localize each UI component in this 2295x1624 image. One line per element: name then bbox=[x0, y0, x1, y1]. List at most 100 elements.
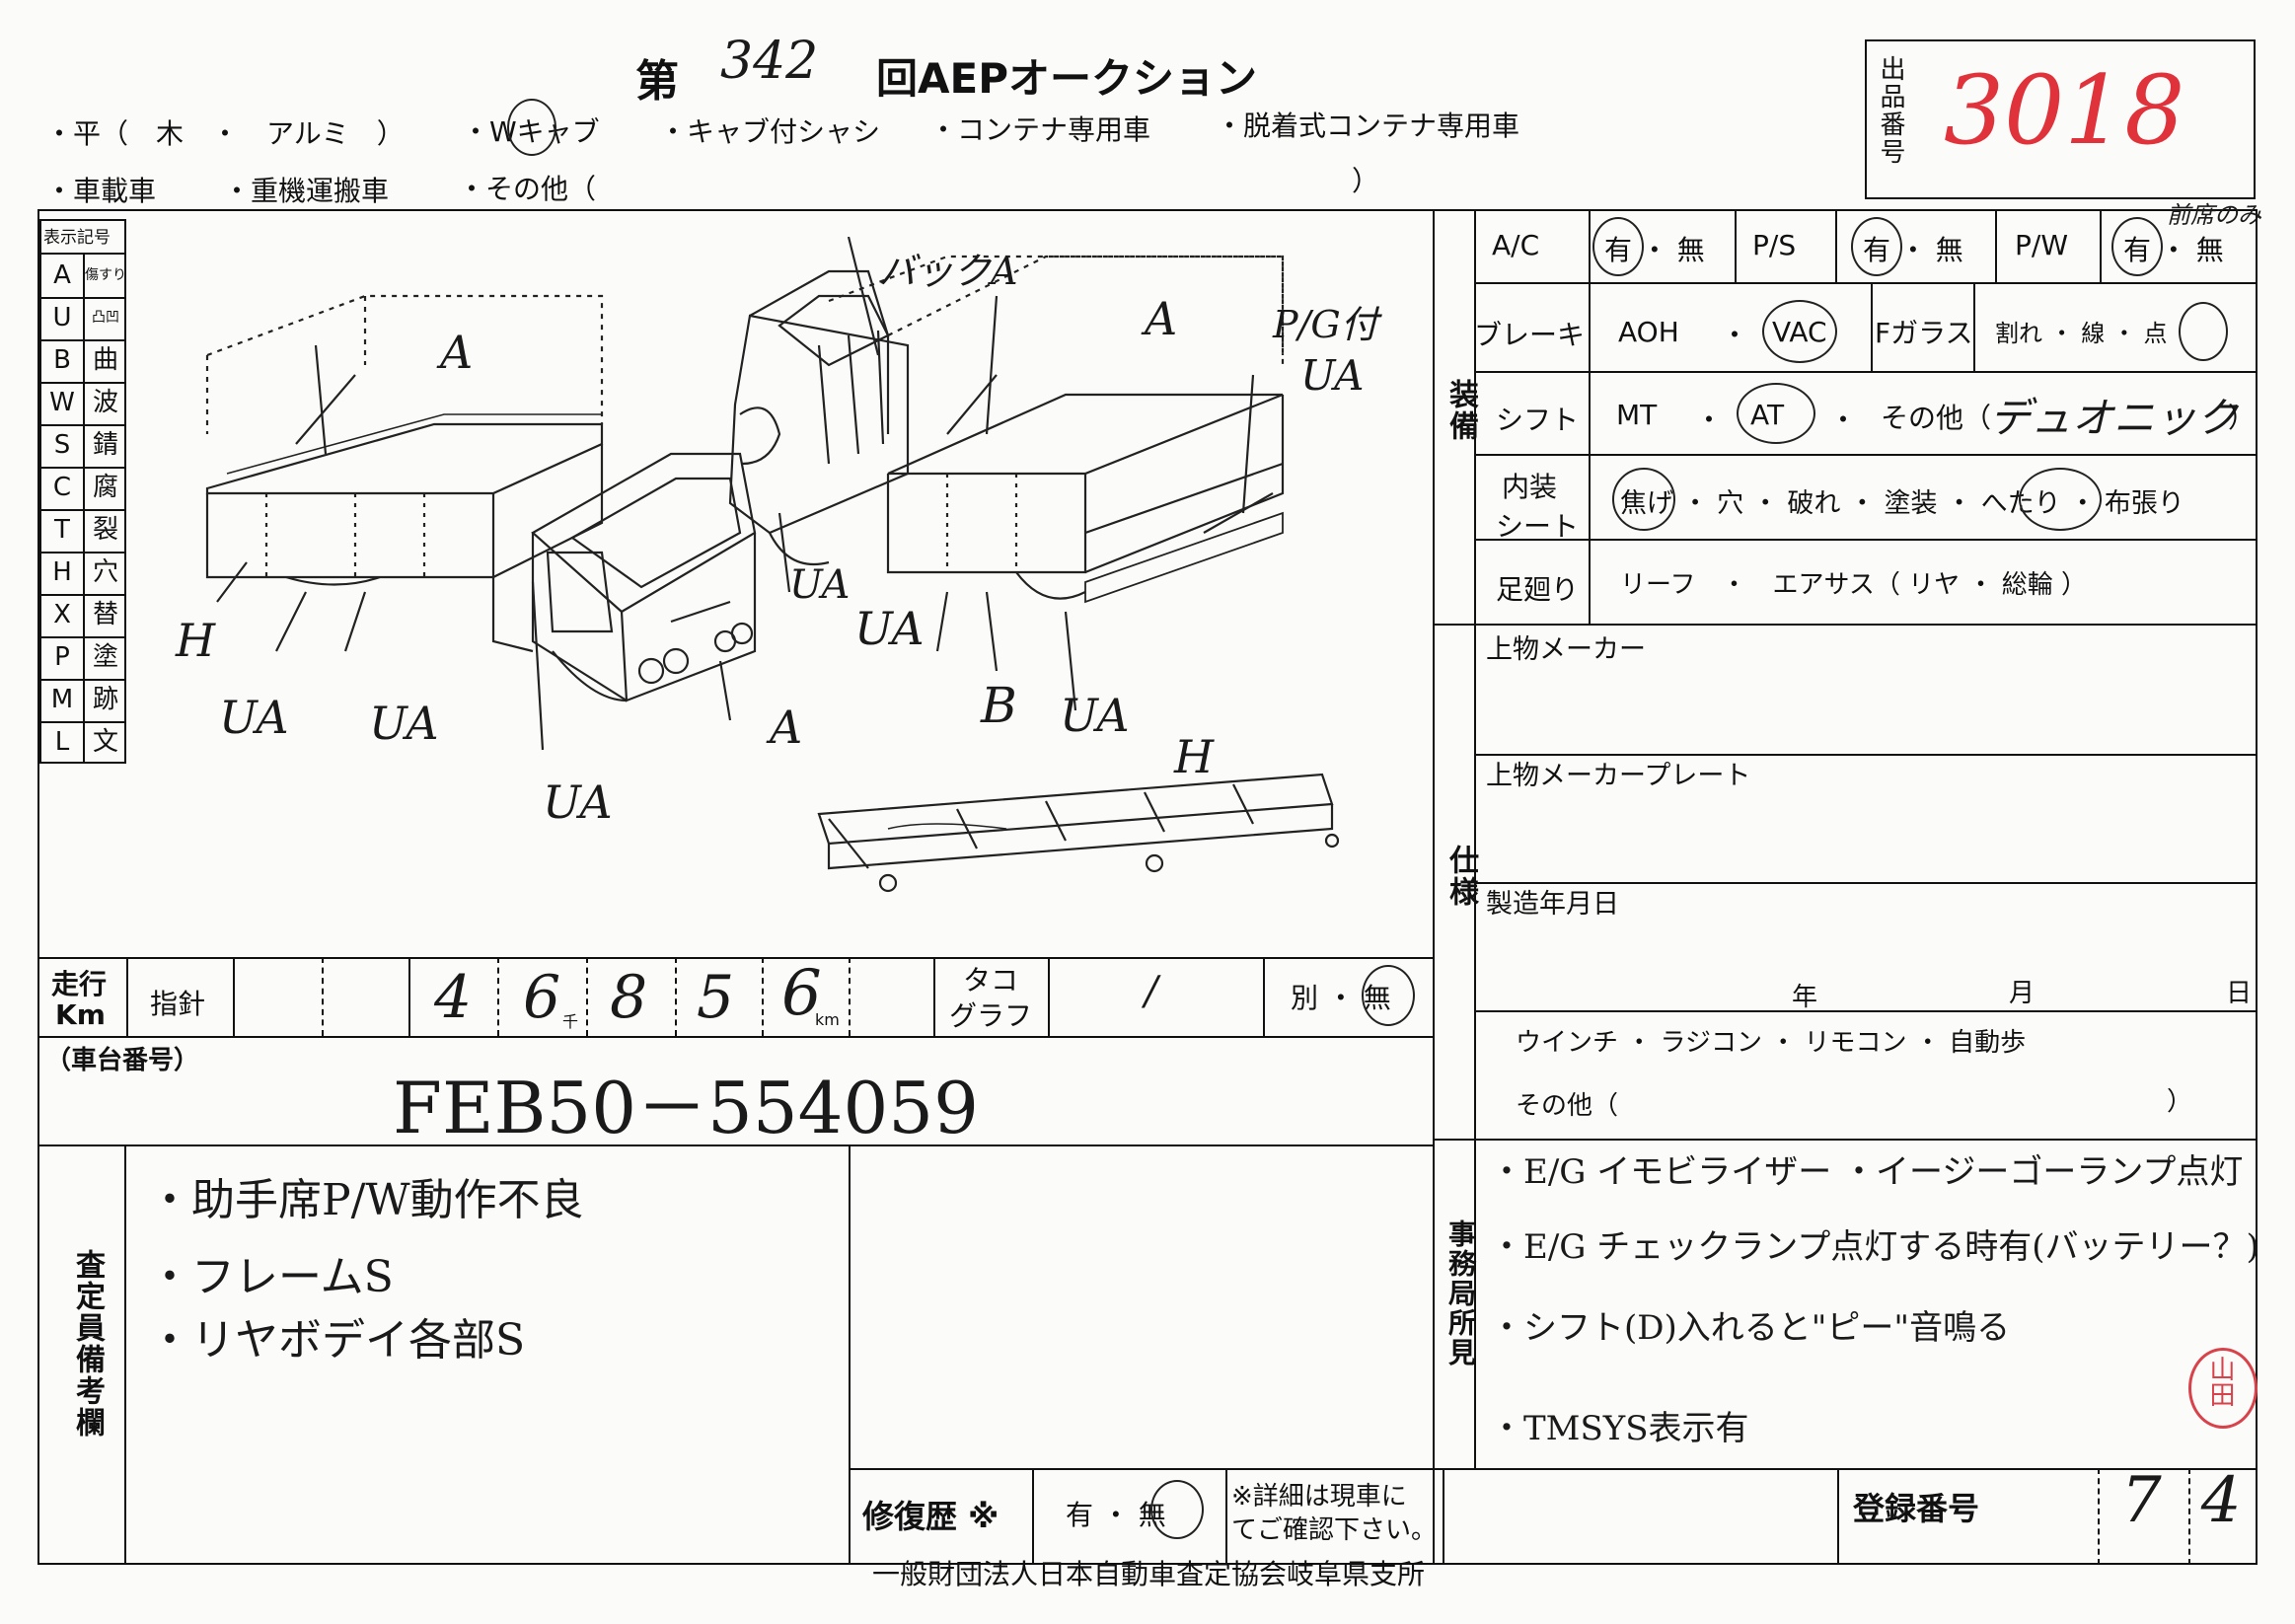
seat-label-1: 内装 bbox=[1502, 471, 1558, 503]
legend-row-line bbox=[39, 636, 126, 638]
taco-label-1: タコ bbox=[963, 964, 1019, 997]
type-car-carrier: ・車載車 bbox=[45, 175, 157, 207]
fglass-label: Fガラス bbox=[1875, 317, 1973, 349]
brake-label: ブレーキ bbox=[1474, 319, 1586, 351]
repair-col-1 bbox=[1032, 1468, 1034, 1565]
mark-right-pg: P/G付 bbox=[1273, 303, 1378, 346]
mileage-col-12 bbox=[1263, 957, 1265, 1036]
maker-plate-label: 上物メーカープレート bbox=[1486, 761, 1751, 791]
legend-meaning: 傷すり bbox=[85, 267, 126, 283]
shift-mt: MT bbox=[1616, 399, 1658, 431]
mileage-top bbox=[37, 957, 1435, 959]
mileage-label-2: Km bbox=[55, 998, 106, 1031]
suspension-options: リーフ ・ エアサス（ リヤ ・ 総輪 ） bbox=[1620, 570, 2087, 600]
lot-number: 3018 bbox=[1944, 55, 2185, 166]
main-frame bbox=[37, 209, 2258, 1565]
mark-right-back-a: バックA bbox=[878, 250, 1018, 293]
spec-line-1 bbox=[1474, 754, 2256, 756]
title-prefix: 第 bbox=[635, 56, 679, 107]
inspector-label: 査定員備考欄 bbox=[70, 1249, 105, 1439]
registration-number: 74 bbox=[2121, 1464, 2281, 1537]
type-detachable-container: ・脱着式コンテナ専用車 bbox=[1216, 110, 1520, 142]
odometer-digit-3: 8 bbox=[610, 963, 648, 1032]
shift-label: シフト bbox=[1496, 404, 1580, 436]
office-note-2: ・E/G チェックランプ点灯する時有(バッテリー？) bbox=[1490, 1227, 2259, 1267]
legend-row-line bbox=[39, 424, 126, 426]
repair-label: 修復歴 ※ bbox=[862, 1498, 999, 1535]
chassis-bottom bbox=[37, 1144, 1435, 1146]
eq-col-1 bbox=[1589, 209, 1591, 624]
repair-top bbox=[849, 1468, 2256, 1470]
legend-row-line bbox=[39, 679, 126, 681]
ps-circle bbox=[1851, 217, 1902, 276]
legend-code: T bbox=[54, 515, 70, 545]
divider-right-labels bbox=[1474, 209, 1476, 1468]
at-circle bbox=[1737, 383, 1815, 444]
repair-col-2 bbox=[1225, 1468, 1227, 1565]
legend-row-line bbox=[39, 594, 126, 596]
spec-label: 仕様 bbox=[1444, 845, 1478, 908]
vac-circle bbox=[1762, 300, 1837, 363]
legend-row-line bbox=[39, 552, 126, 554]
seal-stamp bbox=[2188, 1348, 2258, 1429]
mark-left-ua1: UA bbox=[219, 691, 289, 744]
spec-line-2 bbox=[1474, 882, 2256, 884]
mileage-col-9 bbox=[849, 957, 851, 1036]
legend-row-line bbox=[39, 467, 126, 469]
mileage-col-2 bbox=[233, 957, 235, 1036]
frame-drawing bbox=[817, 773, 1340, 893]
spec-line-3 bbox=[1474, 1010, 2256, 1012]
left-truck-drawing bbox=[205, 294, 757, 751]
repair-options: 有 ・ 無 bbox=[1066, 1499, 1166, 1531]
mark-right-h: H bbox=[1174, 730, 1215, 783]
registration-label: 登録番号 bbox=[1853, 1490, 1980, 1527]
odometer-digit-5: 6 bbox=[781, 957, 822, 1030]
mileage-col-11 bbox=[1048, 957, 1050, 1036]
remarks-col-2 bbox=[849, 1144, 851, 1565]
divider-right-panel bbox=[1433, 209, 1435, 1565]
eq-col-fg bbox=[1871, 282, 1873, 371]
legend-code: L bbox=[54, 727, 70, 757]
legend-code: A bbox=[53, 260, 71, 290]
office-note-3: ・シフト(D)入れると"ピー"音鳴る bbox=[1490, 1308, 2011, 1348]
legend-meaning: 錆 bbox=[92, 430, 118, 460]
mileage-label-1: 走行 bbox=[51, 968, 108, 1000]
legend-meaning: 裂 bbox=[92, 515, 118, 545]
year-label: 年 bbox=[1792, 983, 1818, 1012]
km-unit: km bbox=[815, 1010, 840, 1029]
legend-meaning: 塗 bbox=[92, 642, 118, 672]
taco-label-2: グラフ bbox=[949, 999, 1033, 1032]
mileage-col-3 bbox=[322, 957, 324, 1036]
odometer-digit-1: 4 bbox=[434, 963, 473, 1032]
vehicle-diagram bbox=[205, 237, 1340, 893]
mileage-col-10 bbox=[933, 957, 935, 1036]
seat-sag-circle bbox=[2019, 468, 2102, 531]
eq-line-5 bbox=[1435, 624, 2256, 626]
eq-line-3 bbox=[1474, 454, 2256, 456]
taco-value: / bbox=[1145, 969, 1158, 1014]
eq-line-1 bbox=[1474, 282, 2256, 284]
odometer-digit-4: 5 bbox=[697, 963, 735, 1032]
legend-meaning: 文 bbox=[92, 727, 118, 757]
spec-options: ウインチ ・ ラジコン ・ リモコン ・ 自動歩 bbox=[1516, 1028, 2027, 1058]
legend-meaning: 腐 bbox=[92, 473, 118, 502]
eq-col-fg2 bbox=[1973, 282, 1975, 371]
legend-meaning: 凸凹 bbox=[92, 310, 119, 326]
auction-number: 342 bbox=[720, 32, 819, 91]
eq-line-4 bbox=[1474, 539, 2256, 541]
lot-number-label: 出品番号 bbox=[1876, 55, 1905, 166]
mileage-col-1 bbox=[126, 957, 128, 1036]
reg-col-1 bbox=[1837, 1468, 1839, 1565]
pw-circle bbox=[2111, 217, 2163, 276]
seat-label-2: シート bbox=[1496, 510, 1580, 543]
legend-row-line bbox=[39, 339, 126, 341]
spec-other-close: ） bbox=[2167, 1087, 2193, 1117]
mileage-col-5 bbox=[497, 957, 499, 1036]
legend-code: B bbox=[53, 345, 71, 375]
inspector-note-3: ・リヤボデイ各部S bbox=[148, 1315, 526, 1366]
mark-right-top-a: A bbox=[1145, 292, 1178, 345]
shift-sep2: ・ bbox=[1829, 404, 1858, 436]
legend-code: W bbox=[49, 388, 75, 417]
legend-code: S bbox=[53, 430, 71, 460]
type-cab-chassis: ・キャブ付シャシ bbox=[659, 115, 881, 148]
